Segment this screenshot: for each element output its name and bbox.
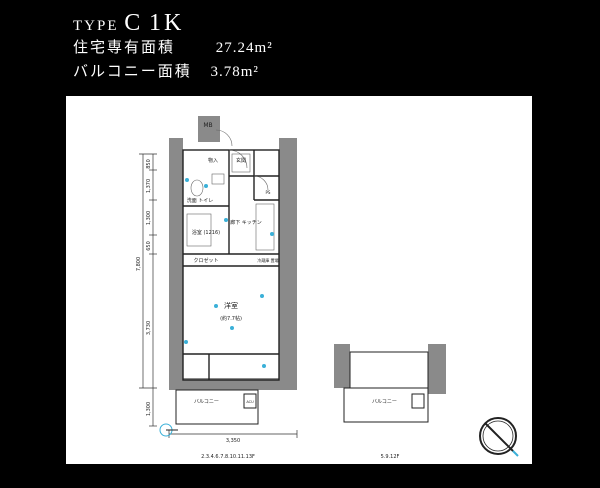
layout-type: 1K [149,10,185,36]
balcony-alt-label: バルコニー [372,399,397,405]
entrance-label: 玄関 [236,157,246,164]
ac-label: ACU [246,400,254,404]
walkin-label: クロゼット [193,257,218,264]
type-title: TYPE C 1K [73,10,273,36]
washroom-label: 洗面 トイレ [187,197,214,204]
hall-label: 廊下 キッチン [230,219,262,226]
balcony-area-value: 3.78m² [210,64,259,80]
closet-label: 物入 [208,157,218,164]
dim-balcony-depth: 1,300 [146,402,152,416]
fridge-label: 冷蔵庫 置場 [257,257,278,263]
balcony-area-row: バルコニー面積 3.78m² [73,60,273,84]
living-area-row: 住宅専有面積 27.24m² [73,36,273,60]
western-room-label: 洋室 [224,301,238,310]
left-dimension-texts: 850 1,370 1,300 650 3,730 7,800 1,300 [136,159,152,416]
plan-north-marker [159,423,178,437]
dim-1300: 1,300 [146,211,152,225]
floor-plan-drawing: 850 1,370 1,300 650 3,730 7,800 1,300 [136,116,519,460]
fixtures [186,129,275,251]
balcony-area-label: バルコニー面積 [73,62,192,80]
floor-label-main: 2.3.4.6.7.8.10.11.13F [201,454,255,460]
dim-7800: 7,800 [136,257,142,271]
ps-label: PS [266,190,271,195]
dim-width: 3,350 [226,438,240,444]
outlet-marks [184,178,274,368]
alt-balcony [343,351,429,423]
mb-label: MB [203,122,212,129]
dim-650: 650 [146,241,152,251]
type-prefix: TYPE [73,18,119,34]
dim-3730: 3,730 [146,321,152,335]
plan-header: TYPE C 1K 住宅専有面積 27.24m² バルコニー面積 3.78m² [73,10,273,84]
main-balcony [175,389,259,425]
balcony-main-label: バルコニー [194,399,219,405]
type-letter: C [124,10,144,36]
room-labels: MB 物入 玄関 洗面 トイレ 浴室 (1216) 廊下 キッチン クロゼット … [187,122,279,322]
compass-icon [479,417,519,457]
floor-label-alt: 5.9.12F [381,454,400,460]
living-area-label: 住宅専有面積 [73,38,176,56]
bathroom-label: 浴室 (1216) [192,229,220,236]
unit-outline [182,149,280,381]
floor-plan-panel: 850 1,370 1,300 650 3,730 7,800 1,300 [66,96,532,464]
dim-1370: 1,370 [146,179,152,193]
structural-walls [169,116,297,390]
alt-balcony-walls [334,344,446,394]
width-dimension-lines [168,430,298,438]
living-area-value: 27.24m² [215,40,273,56]
western-room-size: (約7.7帖) [220,315,242,322]
dim-850: 850 [146,159,152,169]
left-dimension-lines [139,153,157,427]
